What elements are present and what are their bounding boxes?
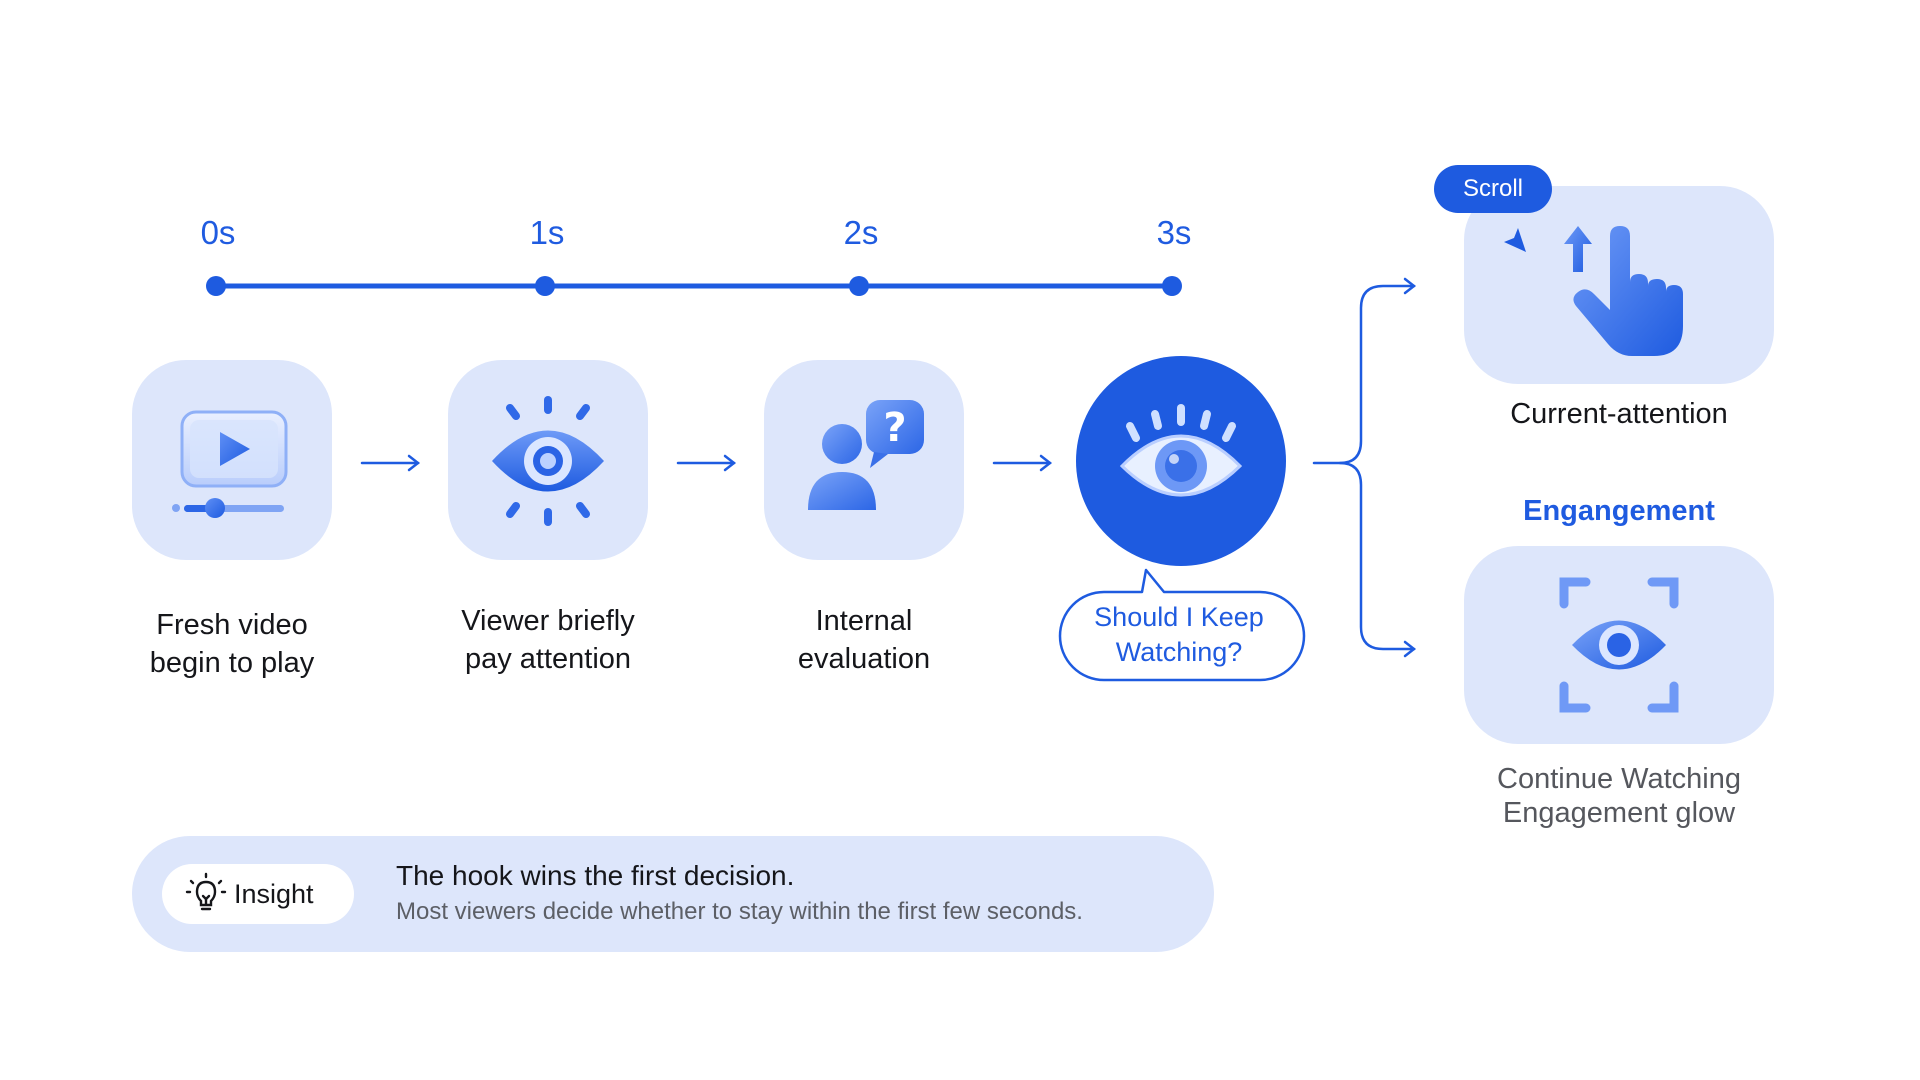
insight-title: The hook wins the first decision.	[396, 860, 795, 891]
scroll-outcome-tile	[1464, 186, 1774, 384]
step-fresh-video-line1: Fresh video	[156, 609, 308, 641]
step-internal-evaluation-line1: Internal	[815, 605, 913, 637]
timeline-dot-1s	[535, 276, 555, 296]
decision-question: Should I Keep Watching?	[1050, 600, 1308, 670]
eye-focus-icon	[1559, 577, 1679, 713]
eye-icon	[492, 396, 604, 526]
insight-badge-label: Insight	[234, 879, 314, 909]
video-play-icon	[172, 410, 288, 518]
engagement-line2: Engagement glow	[1502, 797, 1736, 829]
insight-badge: Insight	[162, 864, 354, 924]
step-fresh-video-label: Fresh video begin to play	[102, 606, 362, 682]
timeline-dot-0s	[206, 276, 226, 296]
step-viewer-attention-line1: Viewer briefly	[461, 605, 635, 637]
engagement-outcome-tile	[1464, 546, 1774, 744]
scroll-badge: Scroll	[1434, 165, 1552, 213]
step-fresh-video-tile	[132, 360, 332, 560]
arrow-3	[992, 454, 1053, 472]
scroll-outcome-label: Current-attention	[1510, 398, 1728, 430]
decision-line1: Should I Keep	[1094, 602, 1264, 632]
arrow-2	[676, 454, 737, 472]
step-viewer-attention-line2: pay attention	[464, 643, 632, 675]
arrow-1	[360, 454, 421, 472]
decision-speech-bubble	[1058, 568, 1306, 682]
step-internal-evaluation-label: Internal evaluation	[734, 602, 994, 678]
insight-subtitle: Most viewers decide whether to stay with…	[396, 898, 1083, 925]
step-viewer-attention-label: Viewer briefly pay attention	[418, 602, 678, 678]
engagement-line1: Continue Watching	[1497, 763, 1741, 795]
tick-label-0s: 0s	[200, 214, 236, 251]
engagement-title: Engangement	[1523, 495, 1715, 527]
cursor-pointer-icon	[1504, 228, 1526, 252]
step-internal-evaluation-line2: evaluation	[797, 643, 931, 675]
svg-text:?: ?	[883, 405, 906, 451]
engagement-caption: Continue Watching Engagement glow	[1449, 762, 1789, 830]
hand-swipe-icon	[1564, 226, 1683, 356]
decision-circle	[1076, 356, 1286, 566]
tick-label-1s: 1s	[529, 214, 565, 251]
person-question-icon: ?	[808, 400, 924, 510]
timeline-dot-3s	[1162, 276, 1182, 296]
branch-connector	[1312, 277, 1417, 658]
tick-label-2s: 2s	[843, 214, 879, 251]
step-viewer-attention-tile	[448, 360, 648, 560]
eye-icon	[1119, 404, 1243, 497]
decision-line2: Watching?	[1115, 637, 1243, 667]
insight-bar: Insight The hook wins the first decision…	[132, 836, 1214, 952]
step-internal-evaluation-tile: ?	[764, 360, 964, 560]
timeline-dot-2s	[849, 276, 869, 296]
step-fresh-video-line2: begin to play	[149, 647, 315, 679]
lightbulb-icon	[185, 872, 227, 911]
tick-label-3s: 3s	[1156, 214, 1192, 251]
